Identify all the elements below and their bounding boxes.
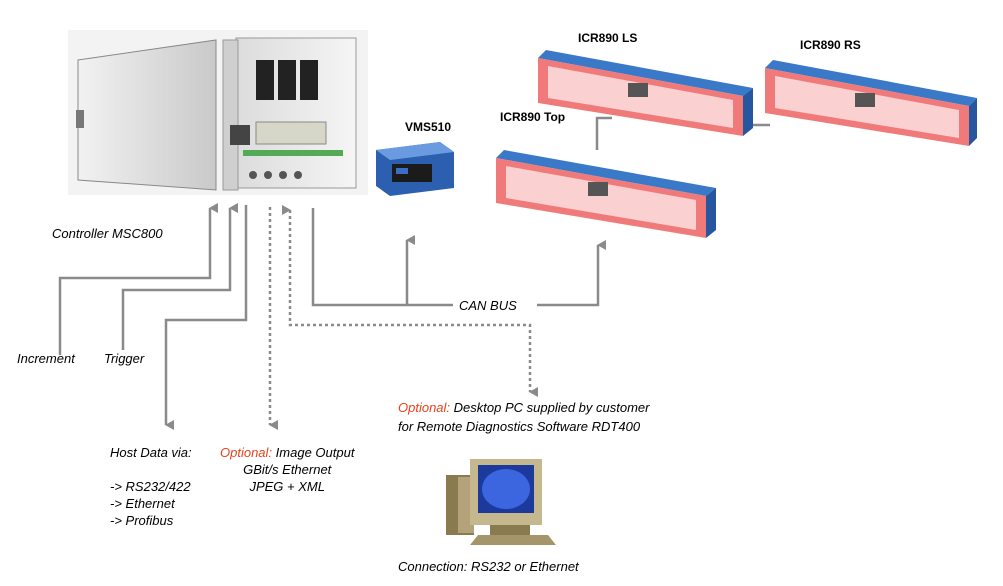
image-output-optional: Optional:	[220, 445, 273, 460]
vms510-image	[376, 142, 454, 196]
host-data-block: Host Data via: -> RS232/422 -> Ethernet …	[110, 444, 192, 529]
icr890-ls-label: ICR890 LS	[578, 31, 638, 45]
image-output-line3: JPEG + XML	[249, 479, 325, 494]
desktop-pc-optional: Optional:	[398, 400, 451, 415]
desktop-pc-line2: for Remote Diagnostics Software RDT400	[398, 419, 641, 434]
controller-label: Controller MSC800	[52, 226, 163, 241]
trigger-line	[121, 203, 238, 350]
image-output-line2: GBit/s Ethernet	[243, 462, 332, 477]
host-data-title: Host Data via:	[110, 445, 192, 460]
host-data-line	[164, 205, 248, 430]
desktop-pc-block: Optional: Desktop PC supplied by custome…	[398, 398, 649, 436]
increment-line	[58, 203, 218, 355]
connection-label: Connection: RS232 or Ethernet	[398, 559, 579, 574]
icr890-ls-image	[538, 50, 753, 136]
host-data-item: -> Profibus	[110, 513, 174, 528]
scanner-link-top-ls	[595, 116, 612, 150]
increment-label: Increment	[17, 351, 75, 366]
can-bus-label: CAN BUS	[459, 298, 517, 313]
icr890-top-label: ICR890 Top	[500, 110, 566, 124]
host-data-item: -> Ethernet	[110, 496, 175, 511]
icr890-top-image	[496, 150, 716, 238]
icr890-rs-label: ICR890 RS	[800, 38, 861, 52]
desktop-pc-line	[282, 205, 538, 397]
desktop-pc-image	[446, 459, 556, 545]
vms510-label: VMS510	[405, 120, 452, 134]
can-bus-line	[311, 208, 453, 307]
icr890-rs-image	[765, 60, 977, 146]
controller-cabinet-image	[68, 30, 368, 195]
desktop-pc-line1: Desktop PC supplied by customer	[453, 400, 650, 415]
image-output-block: Optional: Image Output GBit/s Ethernet J…	[220, 444, 354, 495]
image-output-line1: Image Output	[275, 445, 355, 460]
trigger-label: Trigger	[104, 351, 145, 366]
can-bus-line-right	[537, 240, 606, 307]
host-data-item: -> RS232/422	[110, 479, 191, 494]
